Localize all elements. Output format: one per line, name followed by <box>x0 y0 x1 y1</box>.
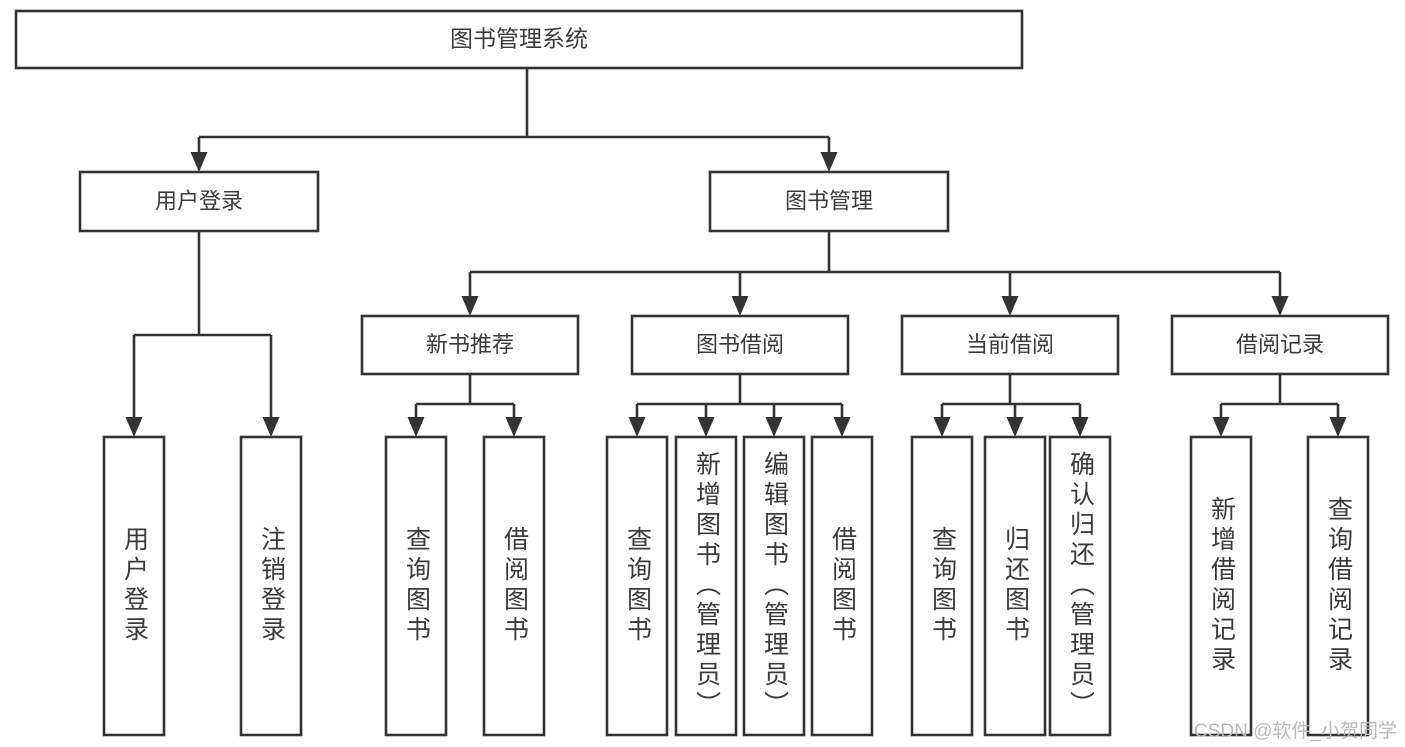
node-box-leaf-query-borrow-record <box>1306 435 1370 737</box>
node-leaf-confirm-return-admin[interactable] <box>1048 435 1112 737</box>
arrow-head-icon <box>1212 417 1230 437</box>
node-borrow-record[interactable]: 借阅记录 <box>1170 314 1390 376</box>
node-label-new-book-recommend: 新书推荐 <box>426 332 514 357</box>
node-leaf-query-book-2[interactable] <box>605 435 669 737</box>
node-leaf-query-book-3[interactable] <box>910 435 974 737</box>
node-book-borrow[interactable]: 图书借阅 <box>630 314 850 376</box>
arrow-head-icon <box>1006 417 1024 437</box>
node-box-book-borrow <box>630 314 850 376</box>
node-box-borrow-record <box>1170 314 1390 376</box>
node-leaf-query-book-1[interactable] <box>384 435 448 737</box>
node-box-leaf-add-book-admin <box>674 435 738 737</box>
arrow-head-icon <box>262 417 280 437</box>
node-label-root: 图书管理系统 <box>450 26 588 52</box>
node-box-leaf-query-book-3 <box>910 435 974 737</box>
arrow-head-icon <box>190 152 208 172</box>
node-box-root <box>14 9 1024 70</box>
node-box-leaf-query-book-2 <box>605 435 669 737</box>
arrow-head-icon <box>505 417 523 437</box>
node-label-book-manage: 图书管理 <box>785 188 873 213</box>
node-leaf-borrow-book-1[interactable] <box>482 435 546 737</box>
node-box-leaf-borrow-book-1 <box>482 435 546 737</box>
node-leaf-add-book-admin[interactable] <box>674 435 738 737</box>
arrow-head-icon <box>125 417 143 437</box>
node-leaf-add-borrow-record[interactable] <box>1189 435 1253 737</box>
node-book-manage[interactable]: 图书管理 <box>708 170 950 233</box>
node-box-leaf-query-book-1 <box>384 435 448 737</box>
node-new-book-recommend[interactable]: 新书推荐 <box>360 314 580 376</box>
node-leaf-user-logout[interactable] <box>239 435 303 737</box>
arrow-head-icon <box>765 417 783 437</box>
node-box-leaf-confirm-return-admin <box>1048 435 1112 737</box>
watermark-text: CSDN @软件_小贺同学 <box>1194 721 1397 742</box>
arrow-head-icon <box>1071 417 1089 437</box>
node-box-leaf-user-login <box>102 435 166 737</box>
connector-layer <box>125 68 1347 437</box>
node-label-current-borrow: 当前借阅 <box>966 332 1054 357</box>
arrow-head-icon <box>1329 417 1347 437</box>
node-leaf-borrow-book-2[interactable] <box>810 435 874 737</box>
arrow-head-icon <box>697 417 715 437</box>
arrow-head-icon <box>628 417 646 437</box>
node-leaf-query-borrow-record[interactable] <box>1306 435 1370 737</box>
node-label-user-login: 用户登录 <box>155 188 243 213</box>
node-leaf-edit-book-admin[interactable] <box>742 435 806 737</box>
arrow-head-icon <box>407 417 425 437</box>
arrow-head-icon <box>933 417 951 437</box>
node-leaf-return-book[interactable] <box>983 435 1047 737</box>
node-root[interactable]: 图书管理系统 <box>14 9 1024 70</box>
node-box-current-borrow <box>900 314 1120 376</box>
node-box-leaf-edit-book-admin <box>742 435 806 737</box>
node-box-leaf-return-book <box>983 435 1047 737</box>
node-leaf-user-login[interactable] <box>102 435 166 737</box>
node-box-leaf-add-borrow-record <box>1189 435 1253 737</box>
arrow-head-icon <box>833 417 851 437</box>
arrow-head-icon <box>820 152 838 172</box>
node-label-borrow-record: 借阅记录 <box>1236 332 1324 357</box>
node-current-borrow[interactable]: 当前借阅 <box>900 314 1120 376</box>
node-box-user-login <box>78 170 320 233</box>
node-box-leaf-borrow-book-2 <box>810 435 874 737</box>
arrow-head-icon <box>461 296 479 316</box>
arrow-head-icon <box>731 296 749 316</box>
arrow-head-icon <box>1271 296 1289 316</box>
node-label-book-borrow: 图书借阅 <box>696 332 784 357</box>
arrow-head-icon <box>1001 296 1019 316</box>
node-user-login[interactable]: 用户登录 <box>78 170 320 233</box>
node-box-leaf-user-logout <box>239 435 303 737</box>
node-box-new-book-recommend <box>360 314 580 376</box>
node-box-book-manage <box>708 170 950 233</box>
